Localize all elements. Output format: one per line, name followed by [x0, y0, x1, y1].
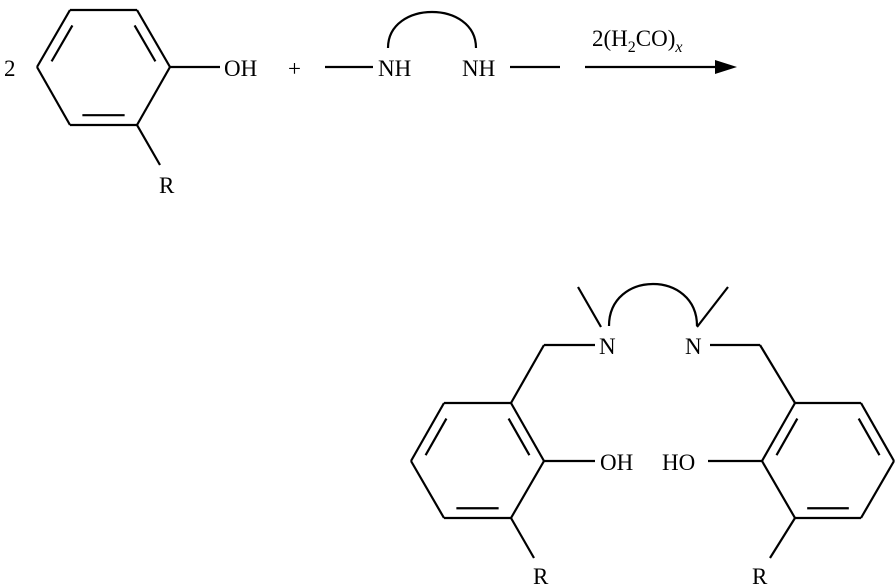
phenol-r-bond: [137, 125, 160, 165]
product-ring-left-bond: [411, 461, 444, 518]
product-substituent-left: R: [533, 564, 549, 586]
product-ring-left-double-bond: [509, 419, 530, 456]
product-ring-left-double-bond: [426, 419, 447, 456]
phenol-substituent-label: R: [159, 173, 175, 198]
methylene-bond-left: [511, 345, 544, 403]
product-substituent-right: R: [752, 564, 768, 586]
r-bond-right: [770, 518, 795, 558]
product-nitrogen-right: N: [685, 334, 702, 359]
reagent-subscript-x: x: [674, 39, 682, 56]
n-methyl-bond-left: [578, 287, 601, 327]
product-ring-right-bond: [762, 461, 795, 518]
reagent-middle: CO): [636, 26, 676, 51]
r-bond-left: [511, 518, 534, 558]
product-hydroxyl-right: HO: [662, 450, 695, 475]
reagent-label: 2(H2CO)x: [592, 26, 683, 56]
product-hydroxyl-left: OH: [600, 450, 633, 475]
product-ring-left-bond: [511, 461, 544, 518]
stoichiometric-coefficient: 2: [4, 56, 16, 81]
plus-sign: +: [288, 56, 301, 81]
reagent-prefix: 2(H: [592, 26, 628, 51]
bonds: [37, 10, 894, 558]
diamine-bridge-arc: [388, 12, 476, 48]
phenol-ring-double-bond: [52, 25, 73, 61]
diamine-nh-left: NH: [378, 56, 411, 81]
reagent-subscript-2: 2: [628, 39, 636, 56]
methylene-bond-right: [760, 345, 795, 403]
product-bridge-arc: [609, 284, 697, 326]
product-ring-right-double-bond: [859, 419, 880, 456]
product-ring-right-bond: [861, 461, 894, 518]
phenol-ring-bond: [37, 67, 70, 125]
n-methyl-bond-right: [697, 287, 728, 327]
arrow-head: [715, 60, 737, 74]
product-nitrogen-left: N: [599, 334, 616, 359]
phenol-ring-bond: [137, 67, 170, 125]
product-ring-right-double-bond: [777, 419, 798, 456]
diamine-nh-right: NH: [462, 56, 495, 81]
phenol-hydroxyl-label: OH: [224, 56, 257, 81]
phenol-ring-double-bond: [135, 25, 156, 61]
